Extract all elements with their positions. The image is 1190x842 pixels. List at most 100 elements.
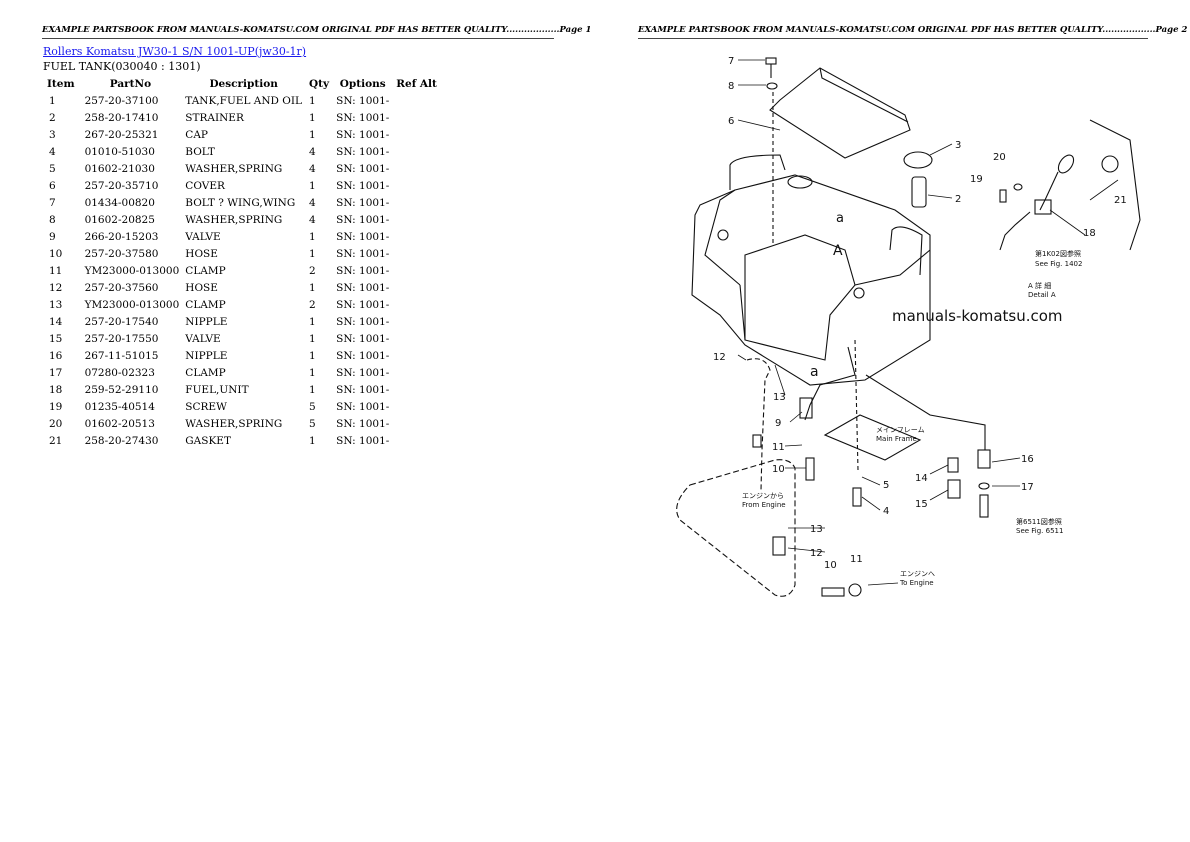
callout-label: 17: [1021, 482, 1034, 493]
qty-cell: 5: [309, 400, 316, 413]
callout-label: 15: [915, 499, 928, 510]
hose-12-upper: [746, 358, 771, 491]
options-cell: SN: 1001-: [336, 162, 390, 175]
description-cell: CLAMP: [185, 264, 226, 277]
options-cell: SN: 1001-: [336, 332, 390, 345]
bolt-4-shape: [852, 487, 862, 507]
ref-alt-cell: [392, 143, 441, 160]
watermark-text: manuals-komatsu.com: [892, 307, 1063, 325]
note-to-engine: To Engine: [899, 579, 934, 587]
item-cell: 18: [49, 383, 63, 396]
ref-alt-cell: [392, 296, 441, 313]
item-cell: 14: [49, 315, 63, 328]
callout-label: 9: [775, 418, 781, 429]
wing-bolt-shape: [765, 57, 777, 65]
note-to-engine-jp: エンジンへ: [900, 570, 935, 578]
callout-label: 5: [883, 480, 889, 491]
item-cell: 20: [49, 417, 63, 430]
options-cell: SN: 1001-: [336, 298, 390, 311]
model-title-link[interactable]: Rollers Komatsu JW30-1 S/N 1001-UP(jw30-…: [43, 45, 307, 58]
description-cell: COVER: [185, 179, 225, 192]
ref-alt-cell: [392, 381, 441, 398]
qty-cell: 4: [309, 162, 316, 175]
item-cell: 8: [49, 213, 56, 226]
ref-alt-cell: [392, 262, 441, 279]
page-header-right: EXAMPLE PARTSBOOK FROM MANUALS-KOMATSU.C…: [638, 25, 1187, 39]
partno-cell: 266-20-15203: [84, 230, 159, 243]
fuel-unit-wire: [999, 211, 1031, 251]
hose-10-lower: [821, 587, 845, 597]
qty-cell: 2: [309, 264, 316, 277]
partno-cell: 267-11-51015: [84, 349, 159, 362]
partno-cell: 257-20-17540: [84, 315, 159, 328]
item-cell: 17: [49, 366, 63, 379]
description-cell: BOLT ? WING,WING: [185, 196, 296, 209]
ref-alt-cell: [392, 364, 441, 381]
description-cell: VALVE: [185, 230, 221, 243]
note-detail-a-jp: A 詳 細: [1028, 281, 1051, 290]
partno-cell: 258-20-17410: [84, 111, 159, 124]
fuel-cap-shape: [903, 151, 933, 169]
partno-cell: 257-20-37100: [84, 94, 159, 107]
qty-cell: 1: [309, 366, 316, 379]
tank-front-panel: [744, 234, 856, 361]
tank-port: [853, 287, 865, 299]
ref-alt-cell: [392, 160, 441, 177]
callout-label: 4: [883, 506, 889, 517]
main-frame-plate: [823, 414, 922, 461]
qty-cell: 2: [309, 298, 316, 311]
partno-cell: 257-20-37580: [84, 247, 159, 260]
description-cell: WASHER,SPRING: [185, 162, 283, 175]
ref-alt-cell: [392, 92, 441, 109]
callout-label: 2: [955, 194, 961, 205]
callout-label: 12: [810, 548, 823, 559]
description-cell: CLAMP: [185, 298, 226, 311]
note-see-fig-6511: See Fig. 6511: [1016, 527, 1063, 535]
column-header-partno: PartNo: [109, 77, 152, 90]
callout-label: 10: [772, 464, 785, 475]
callout-label: 8: [728, 81, 734, 92]
description-cell: STRAINER: [185, 111, 244, 124]
qty-cell: 1: [309, 281, 316, 294]
description-cell: NIPPLE: [185, 315, 228, 328]
tank-side-outline: [1089, 119, 1141, 251]
valve-shape: [799, 397, 813, 419]
item-cell: 16: [49, 349, 63, 362]
qty-cell: 4: [309, 213, 316, 226]
column-header-item: Item: [47, 77, 75, 90]
options-cell: SN: 1001-: [336, 383, 390, 396]
tank-panel-edge: [739, 284, 746, 341]
cover-plate-shape: [769, 67, 911, 159]
fuel-unit-arm: [1039, 171, 1059, 211]
callout-label: 19: [970, 174, 983, 185]
qty-cell: 4: [309, 196, 316, 209]
tank-top-edge: [854, 249, 931, 286]
options-cell: SN: 1001-: [336, 417, 390, 430]
note-see-fig-6511-jp: 第6511図参照: [1016, 517, 1062, 526]
note-see-fig-1402: See Fig. 1402: [1035, 260, 1082, 268]
description-cell: TANK,FUEL AND OIL: [185, 94, 303, 107]
callout-label: A: [833, 243, 843, 259]
nipple-16-shape: [977, 449, 991, 469]
description-cell: WASHER,SPRING: [185, 417, 283, 430]
description-cell: NIPPLE: [185, 349, 228, 362]
fuel-unit-float: [1057, 154, 1075, 174]
partno-cell: 01235-40514: [84, 400, 155, 413]
options-cell: SN: 1001-: [336, 145, 390, 158]
column-header-options: Options: [339, 77, 386, 90]
qty-cell: 1: [309, 434, 316, 447]
note-from-engine-jp: エンジンから: [742, 492, 784, 500]
callout-label: 13: [773, 392, 786, 403]
bolt-guide-line-2: [854, 339, 859, 471]
description-cell: VALVE: [185, 332, 221, 345]
callout-label: 3: [955, 140, 961, 151]
